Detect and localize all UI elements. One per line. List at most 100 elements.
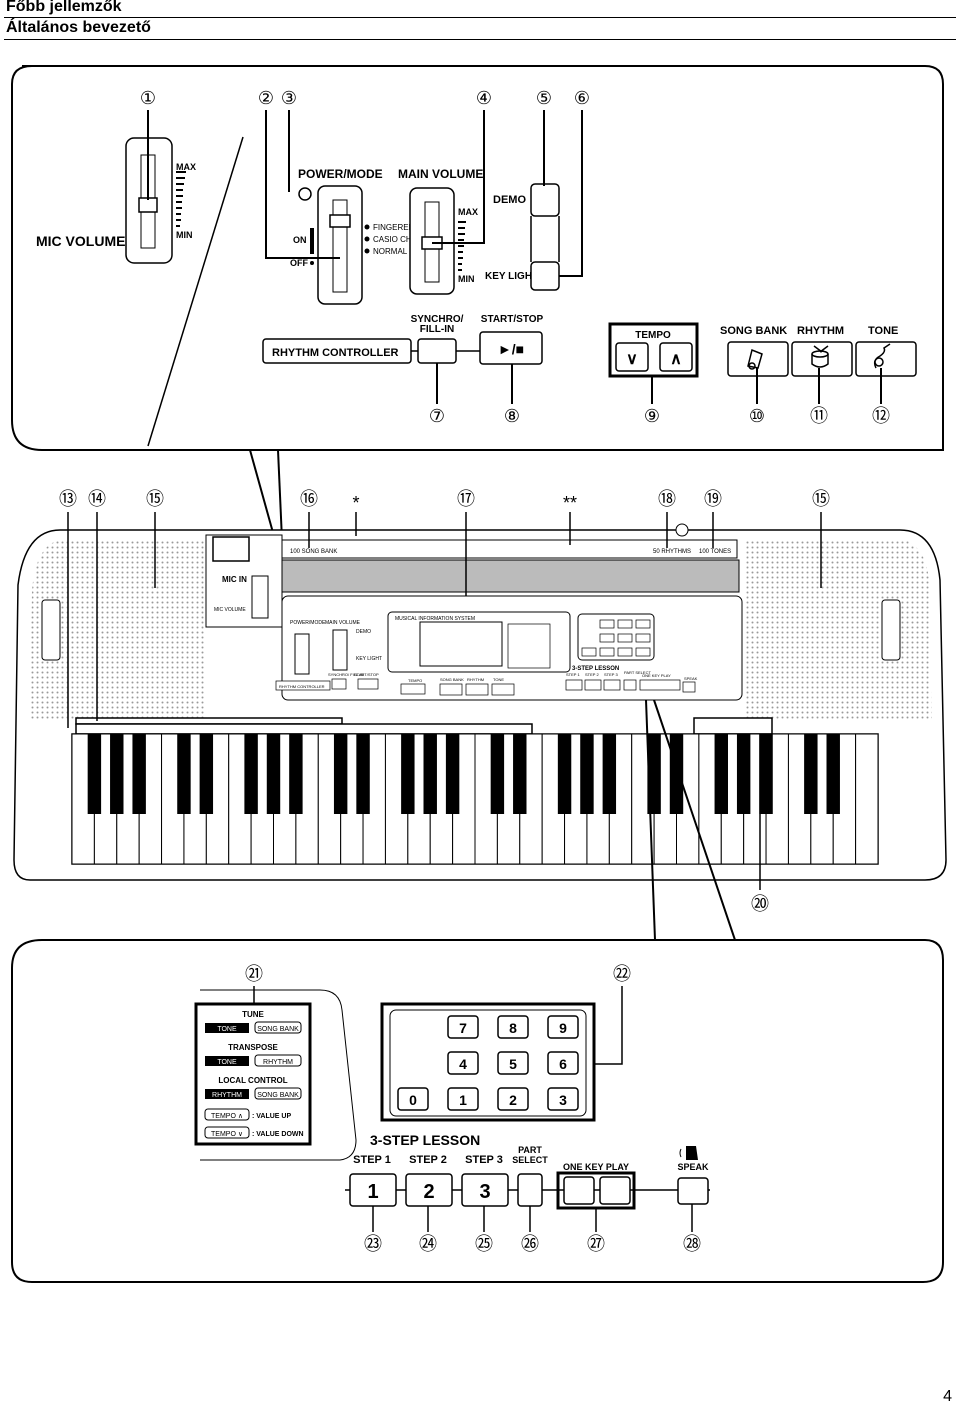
black-key[interactable] <box>513 734 527 814</box>
fill-in-label: FILL-IN <box>420 324 454 335</box>
tune-song-bank-badge <box>254 1021 302 1034</box>
song-bank-icon <box>747 348 763 370</box>
callout-13: ⑬ <box>59 489 77 510</box>
transpose-tone-text: TONE <box>217 1059 237 1066</box>
key-light-button[interactable] <box>530 261 560 291</box>
tempo-down-badge <box>204 1126 250 1139</box>
black-key[interactable] <box>490 734 505 814</box>
numpad-key-label: 2 <box>509 1092 517 1108</box>
numpad-key-5[interactable] <box>497 1051 529 1075</box>
numpad-key-3[interactable] <box>547 1087 579 1111</box>
speak-button[interactable] <box>677 1177 709 1205</box>
display-function-labels <box>507 623 551 669</box>
kb-one-key-play-label: ONE KEY PLAY <box>642 673 671 678</box>
demo-button[interactable] <box>530 183 560 217</box>
kb-mode-buttons[interactable] <box>439 683 515 696</box>
step2-button[interactable] <box>405 1173 453 1207</box>
kb-power-mode-label: POWER/MODE <box>290 620 326 626</box>
rhythm-button[interactable] <box>791 341 853 377</box>
numpad-key-0[interactable] <box>397 1087 429 1111</box>
power-led <box>298 187 312 201</box>
synchro-fill-in-button[interactable] <box>417 338 457 364</box>
black-key[interactable] <box>132 734 146 814</box>
step3-button[interactable] <box>461 1173 509 1207</box>
numpad-key-2[interactable] <box>497 1087 529 1111</box>
transpose-tone-badge <box>205 1056 249 1066</box>
one-key-play-left-button[interactable] <box>563 1176 595 1205</box>
callout-3: ③ <box>281 88 297 109</box>
black-key[interactable] <box>714 734 728 814</box>
kb-mic-volume-slider[interactable] <box>251 575 269 619</box>
kb-main-volume-slider[interactable] <box>332 629 348 671</box>
left-handle <box>41 599 61 661</box>
black-key[interactable] <box>356 734 370 814</box>
numpad-key-6[interactable] <box>547 1051 579 1075</box>
part-select-button[interactable] <box>517 1173 543 1207</box>
numpad-key-4[interactable] <box>447 1051 479 1075</box>
black-key[interactable] <box>401 734 415 814</box>
tempo-up-button[interactable] <box>659 342 693 372</box>
black-key[interactable] <box>423 734 437 814</box>
black-key[interactable] <box>557 734 572 814</box>
black-key[interactable] <box>669 734 684 814</box>
callout-15: ⑮ <box>146 489 164 510</box>
kb-start-stop-button[interactable] <box>357 678 379 690</box>
black-key[interactable] <box>826 734 840 814</box>
kb-tone-label: TONE <box>493 677 504 682</box>
top-zoom-panel <box>11 65 944 451</box>
black-key[interactable] <box>445 734 460 814</box>
kb-power-switch[interactable] <box>294 633 310 675</box>
black-key[interactable] <box>244 734 258 814</box>
white-keys[interactable] <box>71 733 879 865</box>
mic-volume-knob[interactable] <box>138 197 158 213</box>
white-key[interactable] <box>855 733 879 865</box>
numpad-key-9[interactable] <box>547 1015 579 1039</box>
black-key[interactable] <box>199 734 214 814</box>
black-key[interactable] <box>87 734 102 814</box>
kb-synchro-button[interactable] <box>331 678 347 690</box>
key-label-strip <box>75 717 343 725</box>
kb-song-bank-label: SONG BANK <box>440 677 464 682</box>
tone-button[interactable] <box>855 341 917 377</box>
numpad-key-1[interactable] <box>447 1087 479 1111</box>
black-key[interactable] <box>110 734 124 814</box>
numpad-key-8[interactable] <box>497 1015 529 1039</box>
black-key[interactable] <box>647 734 661 814</box>
headphone-jack[interactable] <box>675 523 689 537</box>
kb-synchro-label: SYNCHRO/ FILL-IN <box>328 672 364 677</box>
demo-label: DEMO <box>493 194 526 206</box>
transpose-rhythm-text: RHYTHM <box>263 1059 293 1066</box>
mic-in-jack[interactable] <box>212 536 250 562</box>
black-key[interactable] <box>736 734 751 814</box>
tempo-down-text: TEMPO ∨ <box>211 1131 243 1138</box>
black-key[interactable] <box>333 734 348 814</box>
power-switch-knob[interactable] <box>329 214 351 228</box>
black-key[interactable] <box>266 734 281 814</box>
numpad-key-7[interactable] <box>447 1015 479 1039</box>
lcd-screen <box>419 621 503 667</box>
rhythm-label: RHYTHM <box>797 325 844 337</box>
tempo-down-button[interactable] <box>615 342 649 372</box>
black-keys[interactable] <box>87 734 840 814</box>
black-key[interactable] <box>759 734 773 814</box>
kb-part-select-label: PART SELECT <box>624 670 651 675</box>
step2-key-label: 2 <box>423 1181 434 1203</box>
black-key[interactable] <box>289 734 303 814</box>
black-key[interactable] <box>177 734 191 814</box>
kb-rhythm-label: RHYTHM <box>467 677 484 682</box>
kb-lesson-buttons[interactable] <box>565 679 696 693</box>
kb-numpad-keys[interactable] <box>581 619 651 657</box>
callout-24: ㉔ <box>419 1234 437 1255</box>
callout-10: ⑩ <box>749 406 765 427</box>
black-key[interactable] <box>804 734 818 814</box>
step3-label: STEP 3 <box>465 1154 503 1166</box>
off-label: OFF <box>290 258 308 268</box>
leader-6 <box>559 110 583 277</box>
black-key[interactable] <box>580 734 594 814</box>
synchro-label: SYNCHRO/ <box>411 314 464 325</box>
one-key-play-right-button[interactable] <box>599 1176 631 1205</box>
black-key[interactable] <box>602 734 617 814</box>
kb-tempo-buttons[interactable] <box>400 683 426 695</box>
